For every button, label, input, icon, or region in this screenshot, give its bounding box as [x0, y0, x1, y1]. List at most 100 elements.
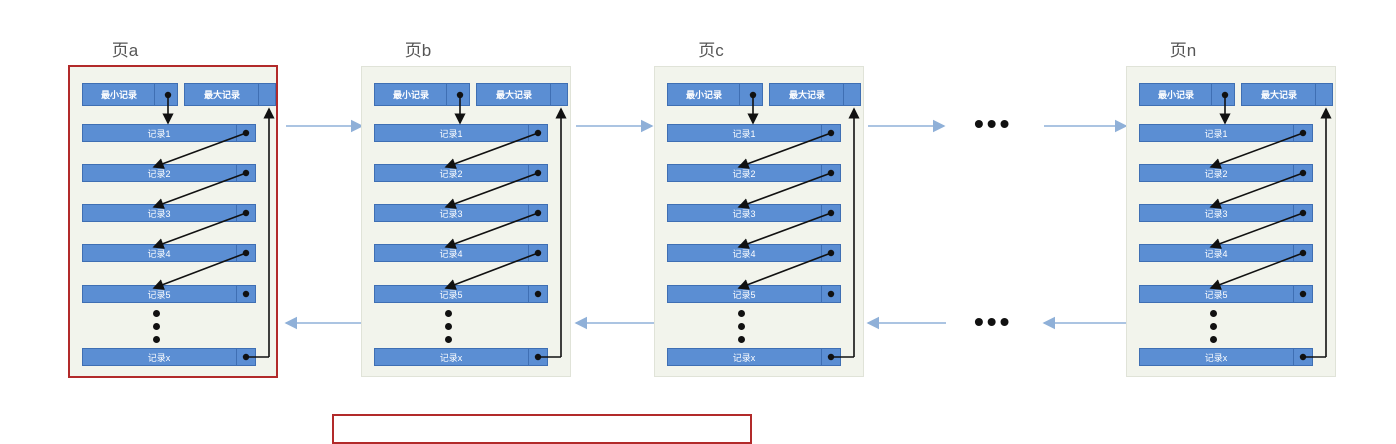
record-label: 记录3 — [1204, 208, 1228, 219]
next-record-pointer — [737, 132, 832, 169]
next-record-pointer — [737, 172, 832, 209]
cell-divider — [821, 125, 822, 141]
cell-divider — [1293, 165, 1294, 181]
record-label: 记录x — [1204, 352, 1228, 363]
max-record-cell: 最大记录 — [1241, 83, 1333, 106]
data-page: 最小记录 最大记录记录1 记录2 记录3 记录4 记录5 记录x — [654, 66, 864, 377]
max-record-cell: 最大记录 — [476, 83, 568, 106]
vertical-ellipsis — [737, 310, 747, 344]
next-record-pointer — [737, 212, 832, 249]
cell-divider — [236, 349, 237, 365]
min-record-label: 最小记录 — [685, 90, 722, 100]
cell-divider — [1293, 205, 1294, 221]
record-pointers — [1209, 91, 1332, 361]
next-record-pointer — [1209, 172, 1304, 209]
record-label: 记录x — [147, 352, 171, 363]
cell-divider — [236, 165, 237, 181]
max-record-label: 最大记录 — [1260, 90, 1297, 100]
record-row: 记录5 — [1139, 285, 1313, 303]
cell-divider — [236, 125, 237, 141]
ellipsis-dot — [445, 310, 452, 317]
cell-divider — [528, 349, 529, 365]
cell-divider — [154, 84, 155, 105]
record-row: 记录2 — [667, 164, 841, 182]
vertical-ellipsis — [1209, 310, 1219, 344]
next-record-pointer — [152, 172, 247, 209]
record-row: 记录1 — [82, 124, 256, 142]
ellipsis-dot — [1210, 336, 1217, 343]
next-record-pointer — [152, 212, 247, 249]
highlight-frame-bottom — [332, 414, 752, 444]
page-title: 页c — [698, 41, 724, 60]
cell-divider — [821, 245, 822, 261]
record-row: 记录3 — [667, 204, 841, 222]
record-row: 记录5 — [82, 285, 256, 303]
ellipsis-dot — [445, 336, 452, 343]
cell-divider — [236, 286, 237, 302]
cell-divider — [821, 349, 822, 365]
vertical-ellipsis — [152, 310, 162, 344]
record-label: 记录5 — [732, 289, 756, 300]
pointer-dot — [534, 290, 542, 298]
record-row: 记录2 — [374, 164, 548, 182]
pointer-dot — [1299, 290, 1307, 298]
record-label: 记录5 — [1204, 289, 1228, 300]
record-label: 记录1 — [147, 128, 171, 139]
gap-marker-top: ••• — [974, 108, 1013, 139]
record-label: 记录1 — [1204, 128, 1228, 139]
min-record-cell: 最小记录 — [374, 83, 470, 106]
cell-divider — [236, 245, 237, 261]
max-record-cell: 最大记录 — [184, 83, 276, 106]
record-pointers — [152, 91, 275, 361]
ellipsis-dot — [445, 323, 452, 330]
vertical-ellipsis — [444, 310, 454, 344]
min-record-label: 最小记录 — [392, 90, 429, 100]
page-title: 页n — [1169, 41, 1197, 60]
record-label: 记录2 — [732, 168, 756, 179]
record-label: 记录x — [732, 352, 756, 363]
max-record-cell: 最大记录 — [769, 83, 861, 106]
record-label: 记录1 — [439, 128, 463, 139]
record-label: 记录4 — [1204, 248, 1228, 259]
min-record-cell: 最小记录 — [1139, 83, 1235, 106]
record-label: 记录2 — [147, 168, 171, 179]
max-record-label: 最大记录 — [788, 90, 825, 100]
record-row: 记录5 — [667, 285, 841, 303]
next-record-pointer — [737, 252, 832, 290]
ellipsis-dot — [738, 310, 745, 317]
min-record-label: 最小记录 — [1157, 90, 1194, 100]
record-row: 记录4 — [1139, 244, 1313, 262]
max-record-label: 最大记录 — [495, 90, 532, 100]
record-label: 记录2 — [1204, 168, 1228, 179]
record-label: 记录3 — [439, 208, 463, 219]
record-label: 记录1 — [732, 128, 756, 139]
cell-divider — [528, 165, 529, 181]
min-record-label: 最小记录 — [100, 90, 137, 100]
record-row: 记录3 — [374, 204, 548, 222]
cell-divider — [528, 245, 529, 261]
cell-divider — [236, 205, 237, 221]
cell-divider — [550, 84, 551, 105]
record-label: 记录4 — [732, 248, 756, 259]
record-row: 记录4 — [667, 244, 841, 262]
record-row: 记录3 — [1139, 204, 1313, 222]
cell-divider — [821, 165, 822, 181]
cell-divider — [1293, 286, 1294, 302]
record-label: 记录2 — [439, 168, 463, 179]
record-label: 记录x — [439, 352, 463, 363]
max-record-label: 最大记录 — [203, 90, 240, 100]
record-label: 记录5 — [147, 289, 171, 300]
cell-divider — [821, 286, 822, 302]
record-row: 记录x — [82, 348, 256, 366]
ellipsis-dot — [153, 336, 160, 343]
next-record-pointer — [1209, 132, 1304, 169]
record-label: 记录4 — [147, 248, 171, 259]
ellipsis-dot — [153, 323, 160, 330]
record-label: 记录5 — [439, 289, 463, 300]
pointer-dot — [827, 290, 835, 298]
min-record-cell: 最小记录 — [667, 83, 763, 106]
data-page: 最小记录 最大记录记录1 记录2 记录3 记录4 记录5 记录x — [1126, 66, 1336, 377]
record-label: 记录3 — [732, 208, 756, 219]
next-record-pointer — [444, 132, 539, 169]
